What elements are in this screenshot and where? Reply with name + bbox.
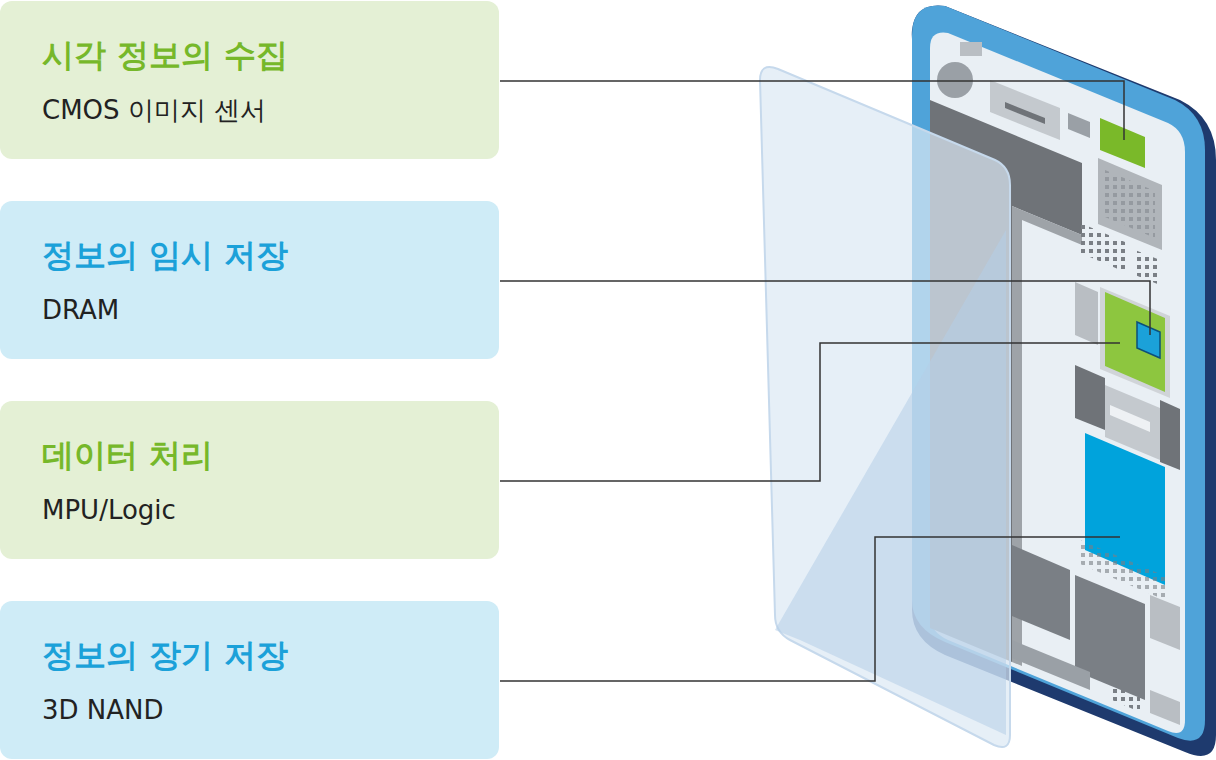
- box-heading: 정보의 임시 저장: [42, 235, 479, 275]
- mpu-logic-chip: [1105, 292, 1165, 392]
- dram-chip: [1137, 322, 1160, 358]
- info-box: 시각 정보의 수집 CMOS 이미지 센서: [0, 1, 499, 159]
- box-heading: 정보의 장기 저장: [42, 635, 479, 675]
- box-heading: 시각 정보의 수집: [42, 35, 479, 75]
- leader-line: [500, 281, 1150, 335]
- info-box: 정보의 임시 저장 DRAM: [0, 201, 499, 359]
- cover-glass: [760, 67, 1010, 747]
- box-body: CMOS 이미지 센서: [42, 93, 479, 127]
- leader-line: [500, 537, 1120, 681]
- info-box: 정보의 장기 저장 3D NAND: [0, 601, 499, 759]
- box-body: MPU/Logic: [42, 493, 479, 527]
- leader-line: [500, 343, 1120, 481]
- camera-module: [937, 62, 973, 98]
- cmos-image-sensor: [1100, 118, 1145, 168]
- box-body: DRAM: [42, 293, 479, 327]
- box-heading: 데이터 처리: [42, 435, 479, 475]
- leader-line: [500, 81, 1124, 140]
- box-body: 3D NAND: [42, 693, 479, 727]
- info-box: 데이터 처리 MPU/Logic: [0, 401, 499, 559]
